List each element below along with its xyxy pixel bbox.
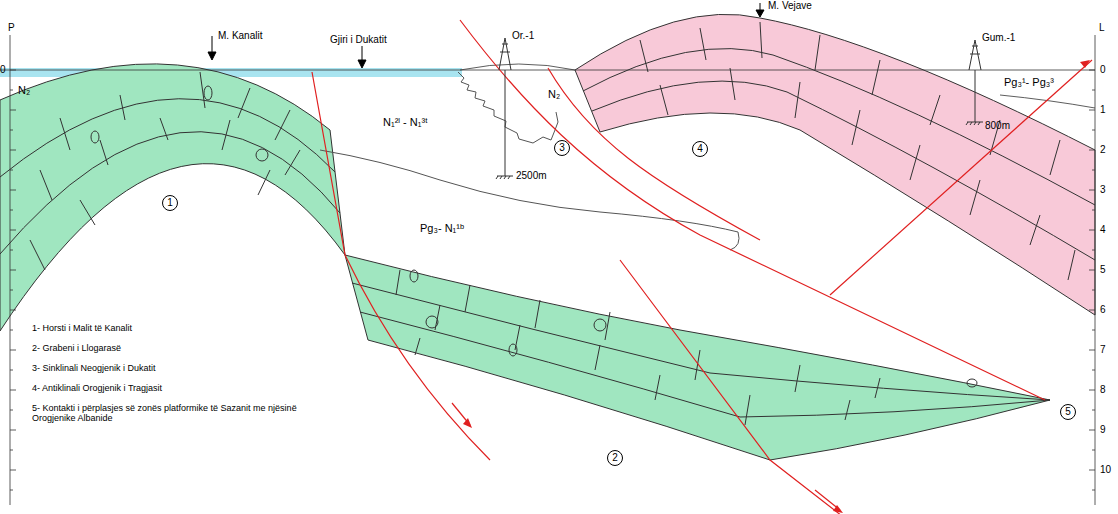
depth-tick: 7 [1100,344,1106,355]
legend-text: 5- Kontakti i përplasjes së zonës platfo… [32,404,302,424]
depth-tick: 10 [1100,464,1111,475]
callout-number: 5 [1065,407,1071,417]
depth-label: 2500m [516,170,547,181]
callout-number: 1 [167,198,173,208]
formation-label: Pg₃- N₁¹ᵇ [420,222,464,234]
depth-tick: 0 [0,64,6,75]
topography [1000,95,1095,108]
unconformity-line [458,72,558,143]
callout-circle: 4 [692,141,708,157]
legend-text: 1- Horsti i Malit të Kanalit [32,324,132,334]
axis-end: L [1099,22,1105,33]
depth-tick: 4 [1100,224,1106,235]
locator-arrows [208,3,764,68]
callout-number: 2 [612,453,618,463]
legend-text: 3- Sinklinali Neogjenik i Dukatit [32,364,156,374]
depth-tick: 3 [1100,184,1106,195]
formation-label: N₁²ˡ - N₁³ᵗ [383,116,428,128]
well-name: Gum.-1 [982,32,1015,43]
sea-level-line [0,70,1095,71]
formation-label: Pg₃¹- Pg₃³ [1004,76,1054,88]
tragjas-layers [575,14,1095,315]
depth-tick: 6 [1100,304,1106,315]
depth-tick: 2 [1100,144,1106,155]
formation-label: N₂ [18,84,30,96]
wells [496,38,983,179]
depth-tick: 5 [1100,264,1106,275]
callout-number: 4 [697,144,703,154]
callout-number: 3 [559,143,565,153]
depth-tick: 8 [1100,384,1106,395]
depth-tick: 0 [1100,64,1106,75]
faults [312,20,1092,514]
llogara-layers [345,255,1050,460]
legend-text: 4- Antiklinali Orogjenik i Tragjasit [32,384,162,394]
kanalit-layers [0,64,345,331]
place-name: M. Vejave [768,0,812,11]
callout-circle: 2 [607,450,623,466]
formation-boundary [320,150,739,250]
place-name: M. Kanalit [218,30,262,41]
callout-circle: 5 [1060,404,1076,420]
depth-axes [10,35,1095,505]
callout-circle: 1 [162,195,178,211]
depth-tick: 9 [1100,424,1106,435]
depth-tick: 1 [1100,104,1106,115]
well-name: Or.-1 [512,30,534,41]
legend-text: 2- Grabeni i Llogarasë [32,344,121,354]
callout-circle: 3 [554,140,570,156]
fault-arrows [463,60,1090,513]
depth-label: 800m [985,120,1010,131]
topography [460,64,575,70]
axis-end: P [8,22,15,33]
place-name: Gjiri i Dukatit [330,34,387,45]
formation-label: N₂ [548,88,560,100]
